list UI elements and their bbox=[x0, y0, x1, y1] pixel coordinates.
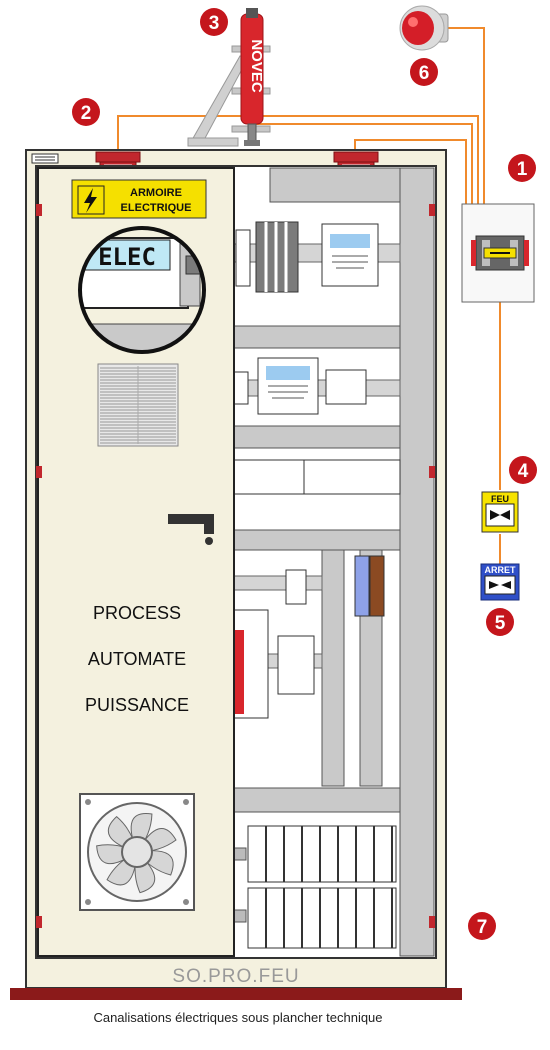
door-handle[interactable] bbox=[168, 514, 214, 545]
marker-4: 4 bbox=[509, 456, 537, 484]
cabinet-vent bbox=[31, 153, 59, 164]
svg-text:3: 3 bbox=[209, 13, 220, 34]
svg-text:5: 5 bbox=[495, 613, 506, 634]
arret-stop-button[interactable]: ARRET bbox=[480, 563, 520, 601]
detector-wiring bbox=[117, 27, 501, 566]
marker-6: 6 bbox=[410, 58, 438, 86]
feu-button-label: FEU bbox=[491, 494, 509, 504]
sign-line-1: ARMOIRE bbox=[130, 187, 182, 199]
sign-line-2: ELECTRIQUE bbox=[121, 202, 192, 214]
svg-text:4: 4 bbox=[518, 461, 529, 482]
diagram-caption: Canalisations électriques sous plancher … bbox=[93, 1010, 382, 1025]
floor-plinth bbox=[10, 988, 462, 1000]
siren-beacon bbox=[399, 5, 449, 51]
svg-text:6: 6 bbox=[419, 63, 430, 84]
door-hinges bbox=[36, 204, 435, 928]
terminal-blocks bbox=[265, 826, 393, 948]
arret-button-label: ARRET bbox=[485, 565, 517, 575]
ventilation-grille bbox=[97, 363, 179, 447]
fan-icon bbox=[79, 793, 195, 911]
lightning-bolt-icon bbox=[84, 188, 97, 213]
zoom-label: ELEC bbox=[98, 243, 156, 271]
marker-7: 7 bbox=[468, 912, 496, 940]
door-text-automate: AUTOMATE bbox=[88, 649, 186, 669]
marker-3: 3 bbox=[200, 8, 228, 36]
fire-control-panel bbox=[461, 203, 535, 303]
cabinet-internals bbox=[233, 167, 435, 957]
marker-5: 5 bbox=[486, 608, 514, 636]
tank-label: NOVEC bbox=[248, 39, 265, 93]
zoom-inset: ELEC bbox=[78, 226, 206, 354]
marker-1: 1 bbox=[508, 154, 536, 182]
marker-2: 2 bbox=[72, 98, 100, 126]
door-text-process: PROCESS bbox=[93, 603, 181, 623]
brand-label: SO.PRO.FEU bbox=[172, 966, 299, 987]
feu-release-button[interactable]: FEU bbox=[481, 491, 519, 533]
door-text-puissance: PUISSANCE bbox=[85, 695, 189, 715]
armoire-electrique-sign: ARMOIRE ELECTRIQUE bbox=[71, 179, 207, 219]
svg-text:7: 7 bbox=[477, 917, 488, 938]
svg-text:2: 2 bbox=[81, 103, 92, 124]
svg-text:1: 1 bbox=[517, 159, 528, 180]
